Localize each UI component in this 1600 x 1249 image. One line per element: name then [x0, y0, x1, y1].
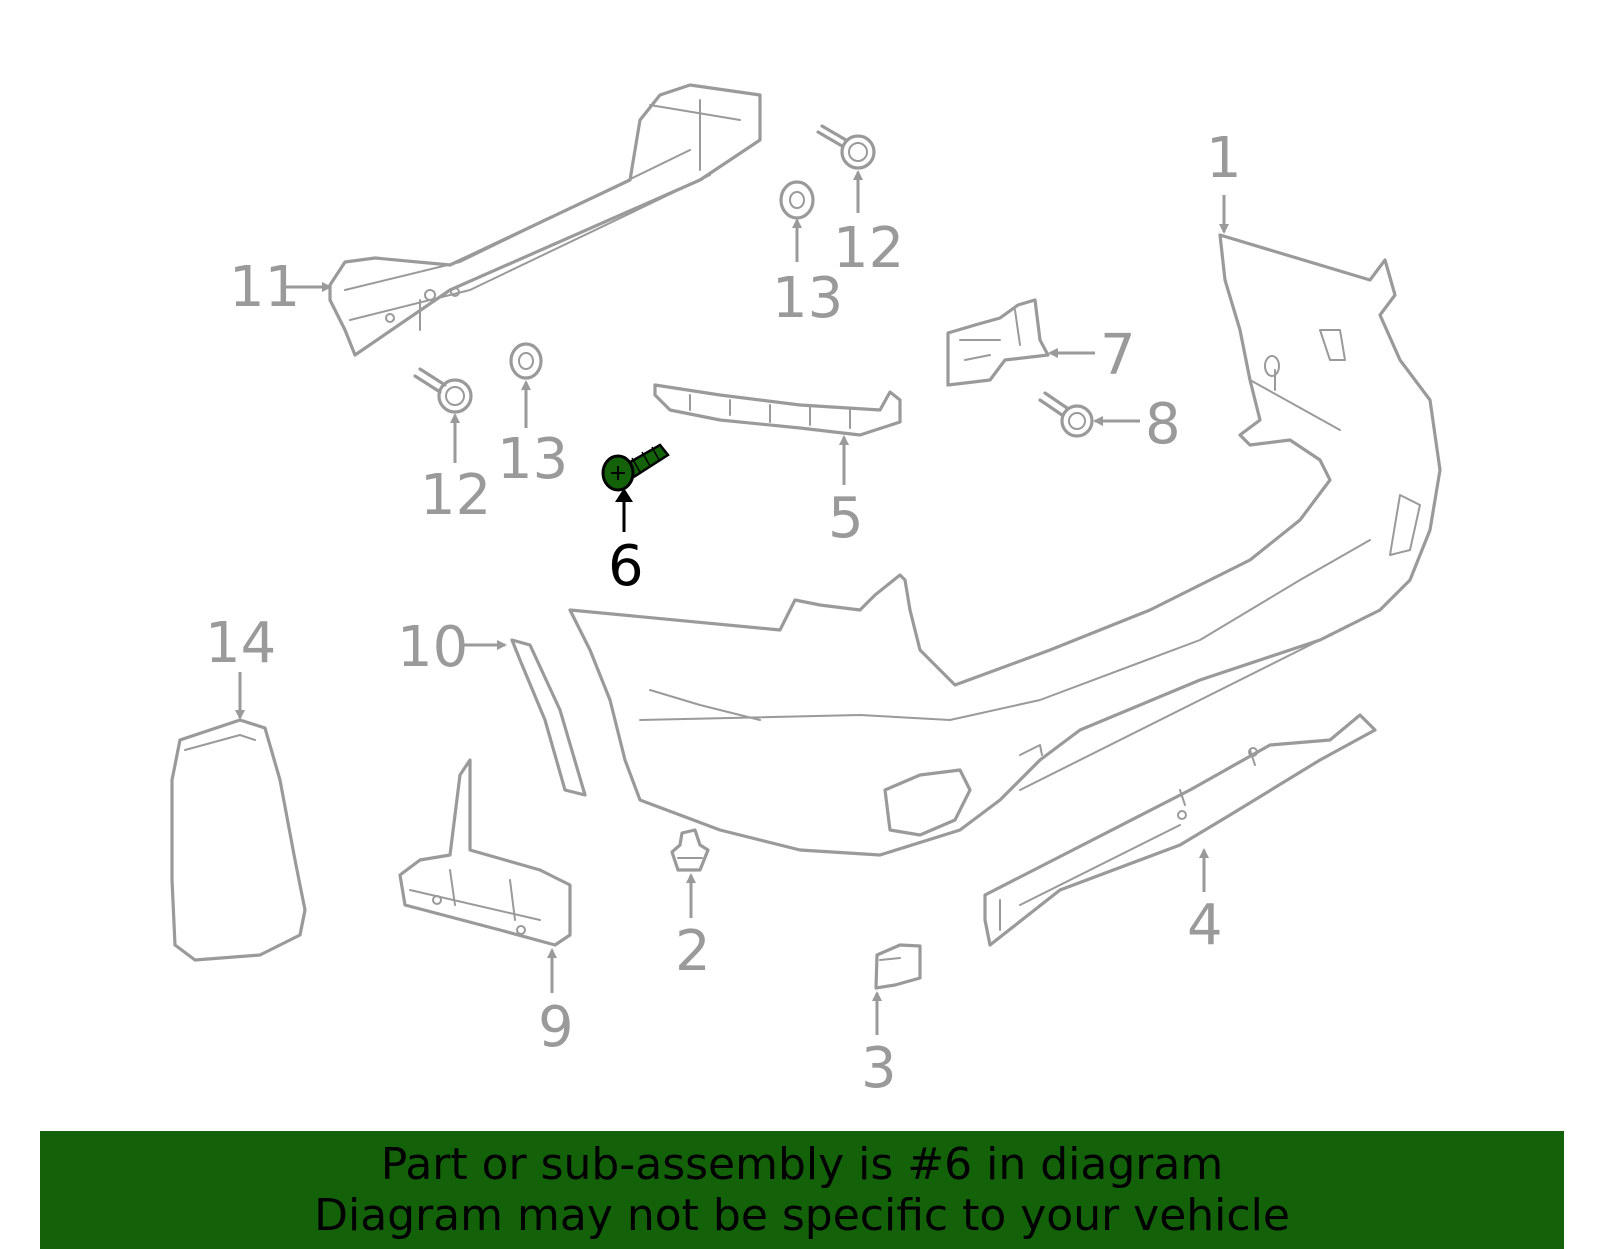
part-8-bolt: [1038, 391, 1094, 438]
part-11-reinforcement-beam: [328, 83, 762, 357]
callout-8: 8: [1145, 392, 1181, 457]
part-9-bracket: [398, 758, 572, 947]
callout-9: 9: [538, 995, 574, 1060]
part-7-bracket: [946, 298, 1050, 387]
part-10-molding: [510, 638, 587, 797]
info-banner: Part or sub-assembly is #6 in diagram Di…: [40, 1131, 1564, 1249]
callout-14: 14: [205, 611, 276, 676]
part-1-bumper-cover: [568, 233, 1442, 857]
callout-7: 7: [1100, 323, 1136, 388]
callout-13-upper: 13: [772, 266, 843, 331]
part-14-reflector: [170, 718, 307, 962]
callout-11: 11: [229, 255, 300, 320]
callout-13-lower: 13: [497, 427, 568, 492]
part-13-nut-lower: [509, 342, 543, 380]
callout-10: 10: [397, 615, 468, 680]
part-6-screw: [601, 443, 670, 492]
part-12-bolt-upper: [816, 124, 876, 170]
callout-2: 2: [675, 919, 711, 984]
part-2-clip: [670, 828, 710, 872]
part-5-bracket-strip: [653, 383, 902, 437]
callout-12-upper: 12: [833, 216, 904, 281]
part-3-cap: [874, 943, 922, 990]
callout-6: 6: [608, 534, 644, 599]
part-12-bolt-lower: [413, 367, 473, 414]
part-4-lower-strip: [983, 713, 1377, 947]
part-13-nut-upper: [779, 180, 815, 220]
callout-5: 5: [828, 486, 864, 551]
callout-1: 1: [1206, 126, 1242, 191]
callout-4: 4: [1187, 893, 1223, 958]
callout-3: 3: [861, 1036, 897, 1101]
callout-12-lower: 12: [420, 463, 491, 528]
banner-line-2: Diagram may not be specific to your vehi…: [314, 1190, 1290, 1241]
leader-lines: [235, 170, 1229, 1035]
banner-line-1: Part or sub-assembly is #6 in diagram: [380, 1139, 1224, 1190]
